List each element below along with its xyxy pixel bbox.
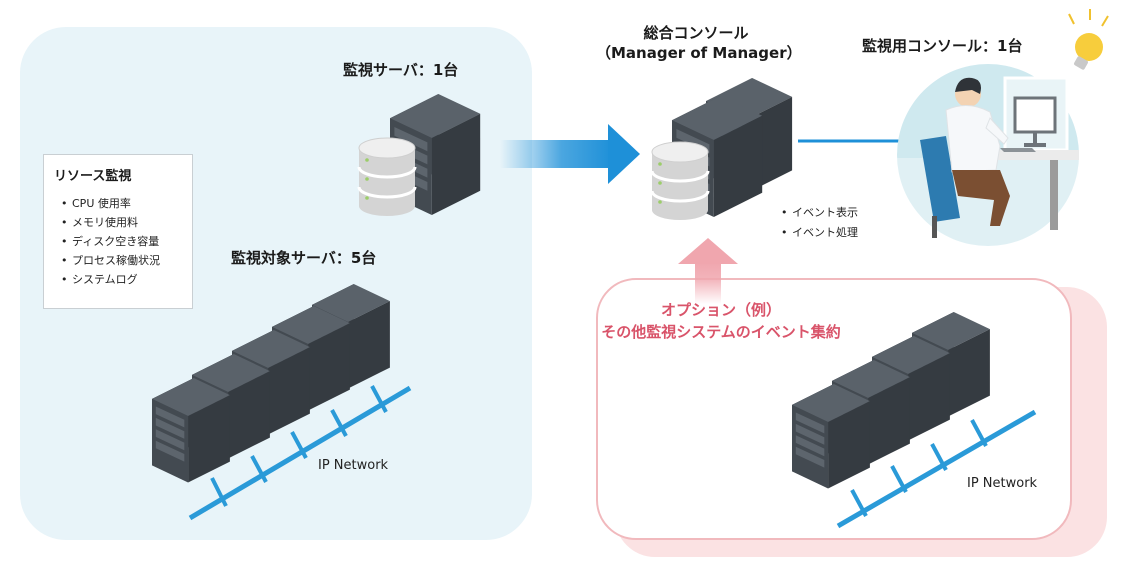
integrated-console-subtitle: （Manager of Manager） xyxy=(596,44,802,62)
resource-item: システムログ xyxy=(54,270,182,289)
resource-item: ディスク空き容量 xyxy=(54,232,182,251)
operator-at-desk-icon xyxy=(897,64,1079,249)
integrated-console-title: 総合コンソール xyxy=(643,24,749,42)
option-server-1-icon xyxy=(792,384,870,489)
resource-monitoring-box: リソース監視 CPU 使用率 メモリ使用料 ディスク空き容量 プロセス稼働状況 … xyxy=(43,154,193,309)
right-ip-network-label: IP Network xyxy=(967,476,1038,491)
resource-monitoring-title: リソース監視 xyxy=(54,169,132,184)
option-title: オプション（例） xyxy=(660,301,781,319)
monitoring-database-icon xyxy=(357,136,417,218)
monitored-server-1-icon xyxy=(152,378,230,483)
right-ip-network-icon xyxy=(836,409,1037,529)
monitored-servers-label: 監視対象サーバ：5台 xyxy=(231,249,377,267)
left-ip-network-icon xyxy=(188,385,412,521)
monitoring-server-label: 監視サーバ：1台 xyxy=(343,61,459,79)
monitoring-console-label: 監視用コンソール：1台 xyxy=(862,37,1023,55)
event-list: イベント表示 イベント処理 xyxy=(780,203,858,243)
resource-item: プロセス稼働状況 xyxy=(54,251,182,270)
pink-flow-arrow xyxy=(678,238,738,304)
resource-item: CPU 使用率 xyxy=(54,194,182,213)
light-bulb-icon xyxy=(1068,9,1109,70)
option-area-panel xyxy=(596,278,1072,540)
event-item: イベント処理 xyxy=(780,223,858,243)
event-item: イベント表示 xyxy=(780,203,858,223)
left-ip-network-label: IP Network xyxy=(318,458,389,473)
resource-item: メモリ使用料 xyxy=(54,213,182,232)
blue-flow-arrow xyxy=(500,124,640,184)
console-database-icon xyxy=(650,140,710,222)
option-description: その他監視システムのイベント集約 xyxy=(601,323,841,341)
